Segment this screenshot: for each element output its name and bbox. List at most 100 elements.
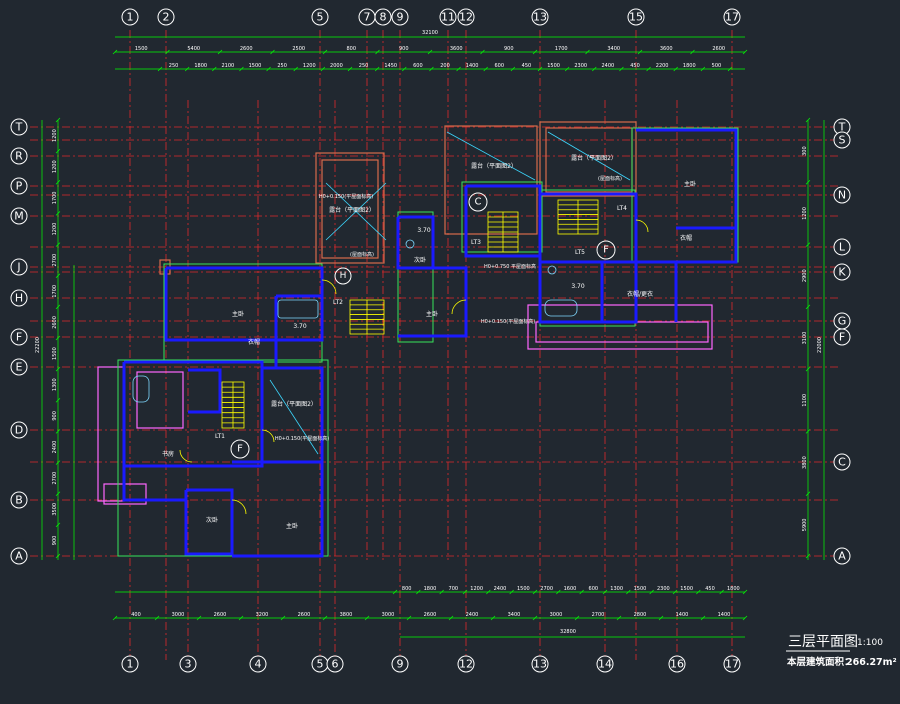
axis-bottom-6: 6 — [332, 658, 339, 671]
axis-bottom-5: 5 — [317, 658, 324, 671]
bathtub-east — [544, 299, 578, 317]
axis-top-1-group: 1 — [121, 8, 139, 26]
top-segment-tick — [165, 49, 170, 55]
bottom-detail-dim: 2700 — [540, 586, 553, 592]
axis-top-17-group: 17 — [723, 8, 741, 26]
bottom-segment-tick — [196, 615, 202, 621]
walls — [122, 128, 738, 558]
axis-right-L: L — [839, 241, 846, 254]
right-side-tick — [805, 429, 811, 434]
bottom-detail-tick — [649, 589, 654, 595]
top-segment-tick — [480, 49, 485, 55]
top-segment-tick — [427, 49, 433, 55]
bottom-detail-dim: 1800 — [424, 586, 437, 592]
top-detail-dim: 1400 — [466, 63, 479, 69]
marker-f-circle-2 — [230, 439, 250, 459]
bottom-detail-dim: 1300 — [610, 586, 623, 592]
top-segment-tick — [270, 49, 275, 55]
top-detail-tick — [537, 66, 543, 72]
left-side-tick — [55, 429, 61, 434]
top-detail-tick — [700, 66, 706, 72]
bottom-detail-dim: 700 — [449, 586, 459, 592]
bottom-detail-tick — [626, 589, 631, 595]
bottom-segment-tick — [448, 615, 454, 621]
bottom-detail-dim: 2300 — [657, 586, 670, 592]
right-side-dim: 2900 — [802, 269, 808, 282]
axis-top-9: 9 — [397, 11, 404, 24]
closet-label: 衣帽 — [680, 234, 692, 242]
top-detail-tick — [212, 66, 217, 72]
axis-right-C-group: C — [833, 453, 851, 471]
top-segment-dim: 5400 — [187, 46, 200, 52]
left-side-tick — [55, 180, 61, 185]
stair-lt2: LT2 — [333, 299, 343, 306]
bottom-detail-dim: 600 — [589, 586, 599, 592]
axis-left-R-circle — [10, 147, 28, 165]
axis-right-K-circle — [833, 263, 851, 281]
top-segment-dim: 3600 — [660, 46, 673, 52]
top-overall-dim: 32100 — [422, 30, 438, 36]
stairs — [221, 199, 599, 429]
bottom-detail-dim: 2400 — [494, 586, 507, 592]
bottom-segment-dim: 1400 — [718, 612, 731, 618]
axis-right-S: S — [839, 134, 846, 147]
top-detail-tick — [293, 66, 298, 72]
left-side-tick — [55, 553, 61, 559]
axis-left-E: E — [16, 361, 23, 374]
top-detail-dim: 200 — [440, 63, 450, 69]
axis-right-G: G — [838, 315, 847, 328]
axis-bottom-16: 16 — [670, 658, 684, 671]
bottom-segment-dim: 3000 — [172, 612, 185, 618]
axis-top-13-circle — [531, 8, 549, 26]
bottom-detail-dim: 800 — [402, 586, 412, 592]
axis-left-A: A — [15, 550, 23, 563]
axis-bottom-17: 17 — [725, 658, 739, 671]
axis-left-F-circle — [10, 328, 28, 346]
wall-west-outer — [122, 362, 186, 502]
axis-bottom-3-circle — [179, 655, 197, 673]
axis-top-5-circle — [311, 8, 329, 26]
top-detail-dim: 600 — [413, 63, 423, 69]
top-segment-tick — [532, 49, 538, 55]
axis-left-J-group: J — [10, 258, 28, 276]
axis-left-B-group: B — [10, 491, 28, 509]
bath-size-2: 3.70 — [417, 227, 431, 234]
top-segment-tick — [742, 49, 748, 55]
section-markers: C F F H — [230, 192, 616, 459]
bottom-segment-dim: 3000 — [550, 612, 563, 618]
terrace-label-2: 露台（平面图2） — [471, 162, 517, 170]
top-segment-tick — [690, 49, 695, 55]
axis-top-5: 5 — [317, 11, 324, 24]
axis-top-5-group: 5 — [311, 8, 329, 26]
bottom-segment-tick — [280, 615, 286, 621]
bottom-detail-tick — [439, 589, 444, 595]
axis-bottom-9-circle — [391, 655, 409, 673]
top-segment-tick — [637, 49, 643, 55]
study-label: 书房 — [162, 450, 174, 458]
terrace-label-1: 露台（平面图2） — [329, 206, 375, 214]
top-detail-dim: 500 — [712, 63, 722, 69]
top-segment-tick — [322, 49, 328, 55]
axis-top-17: 17 — [725, 11, 739, 24]
axis-bottom-9: 9 — [397, 658, 404, 671]
axis-bottom-13-group: 13 — [531, 655, 549, 673]
bottom-segment-dim: 3200 — [256, 612, 269, 618]
top-detail-dim: 1800 — [683, 63, 696, 69]
axis-top-9-circle — [391, 8, 409, 26]
doors — [179, 219, 649, 515]
master-bed-east: 主卧 — [684, 180, 696, 188]
axis-bottom-4-circle — [249, 655, 267, 673]
wall-east-bed — [636, 128, 738, 264]
door-arc-4 — [231, 499, 247, 515]
axis-left-A-group: A — [10, 547, 28, 565]
left-side-tick — [55, 491, 61, 496]
bottom-detail-dim: 1800 — [727, 586, 740, 592]
roof-slope-line-4 — [547, 131, 631, 181]
axis-left-M-circle — [10, 207, 28, 225]
axis-bottom-12-group: 12 — [457, 655, 475, 673]
axis-right-S-circle — [833, 131, 851, 149]
door-arc-6 — [179, 449, 193, 463]
bottom-segment-tick — [112, 615, 118, 621]
roof-annotation-2: H0+0.150(平屋面标高) — [275, 435, 329, 442]
